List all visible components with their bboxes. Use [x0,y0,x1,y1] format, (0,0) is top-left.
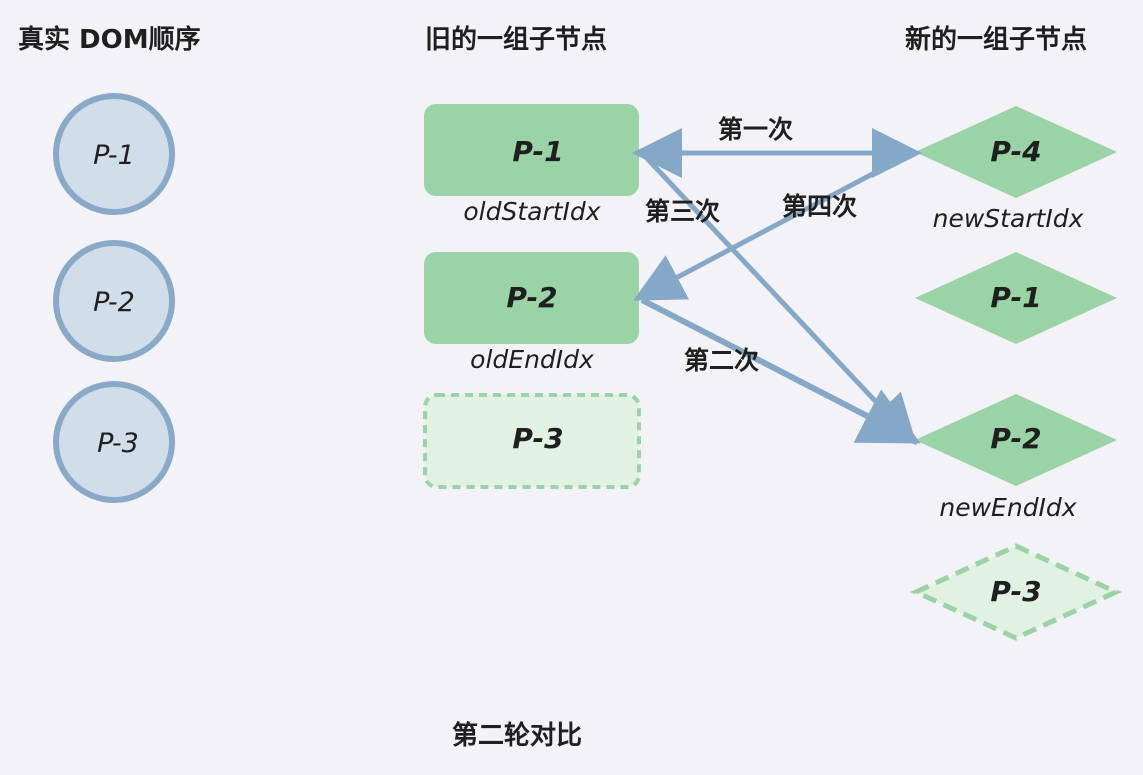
arrow-label-third: 第三次 [645,197,720,226]
arrow-label-fourth: 第四次 [782,192,857,221]
arrow-fourth [633,150,914,301]
new-node-4: P-3 [910,543,1122,641]
dom-node-1: P-1 [53,93,175,215]
old-node-label: P-3 [512,422,563,455]
new-node-label: P-4 [990,135,1041,168]
new-end-idx-label: newEndIdx [939,493,1076,522]
dom-node-3: P-3 [53,381,175,503]
dom-node-label: P-1 [93,140,135,171]
round-caption: 第二轮对比 [452,720,582,751]
new-node-1: P-4 [915,106,1117,198]
old-start-idx-label: oldStartIdx [463,197,600,226]
heading-new-children: 新的一组子节点 [905,24,1087,55]
new-start-idx-label: newStartIdx [933,204,1084,233]
dom-node-2: P-2 [53,240,175,362]
old-node-2: P-2 [424,252,639,344]
old-node-label: P-2 [506,281,557,314]
heading-old-children: 旧的一组子节点 [425,24,607,55]
new-node-3: P-2 [915,394,1117,486]
heading-real-dom: 真实 DOM顺序 [18,24,201,55]
old-node-1: P-1 [424,104,639,196]
arrow-label-first: 第一次 [718,115,793,144]
arrow-label-second: 第二次 [684,346,759,375]
old-end-idx-label: oldEndIdx [470,345,594,374]
dom-node-label: P-3 [97,428,139,459]
arrow-second [640,297,921,444]
new-node-label: P-1 [990,281,1041,314]
new-node-label: P-2 [990,422,1041,455]
old-node-3: P-3 [423,393,641,489]
new-node-2: P-1 [915,252,1117,344]
old-node-label: P-1 [512,135,563,168]
dom-node-label: P-2 [93,287,135,318]
new-node-label: P-3 [990,575,1041,608]
arrow-third [640,151,917,446]
